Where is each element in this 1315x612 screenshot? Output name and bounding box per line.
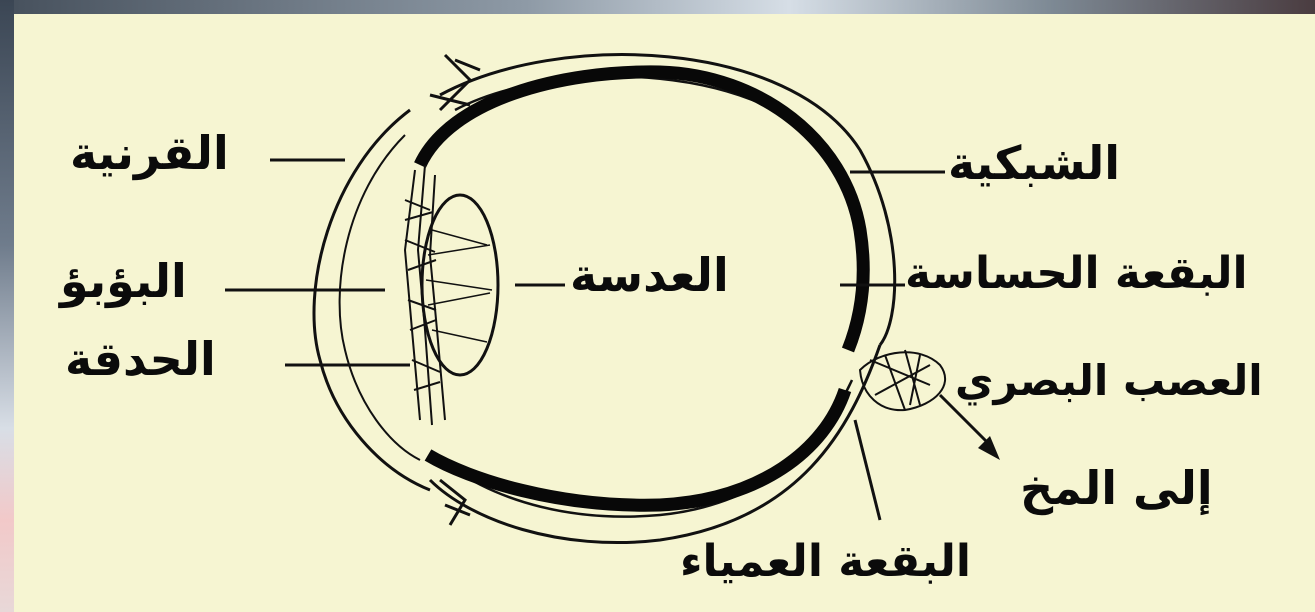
label-to-brain: إلى المخ: [1020, 465, 1213, 511]
retina-band: [420, 72, 863, 350]
choroid-outline-lower: [455, 380, 852, 517]
to-brain-arrowhead: [978, 436, 1000, 460]
cornea-curve: [314, 110, 430, 490]
blind-spot-leader: [855, 420, 880, 520]
label-iris: البؤبؤ: [60, 258, 187, 304]
label-pupil: الحدقة: [65, 336, 216, 382]
label-retina: الشبكية: [948, 140, 1120, 186]
label-cornea: القرنية: [70, 130, 229, 176]
label-fovea: البقعة الحساسة: [905, 252, 1248, 296]
label-optic-nerve: العصب البصري: [955, 360, 1263, 402]
eyelash-bottom: [440, 480, 470, 525]
cornea-inner-curve: [340, 135, 420, 460]
choroid-outline: [455, 76, 865, 350]
optic-nerve-bundle: [860, 350, 945, 410]
retina-band-lower: [428, 390, 845, 505]
label-blind-spot: البقعة العمياء: [680, 540, 971, 584]
iris-hatch: [405, 165, 445, 425]
label-lens: العدسة: [570, 252, 729, 298]
